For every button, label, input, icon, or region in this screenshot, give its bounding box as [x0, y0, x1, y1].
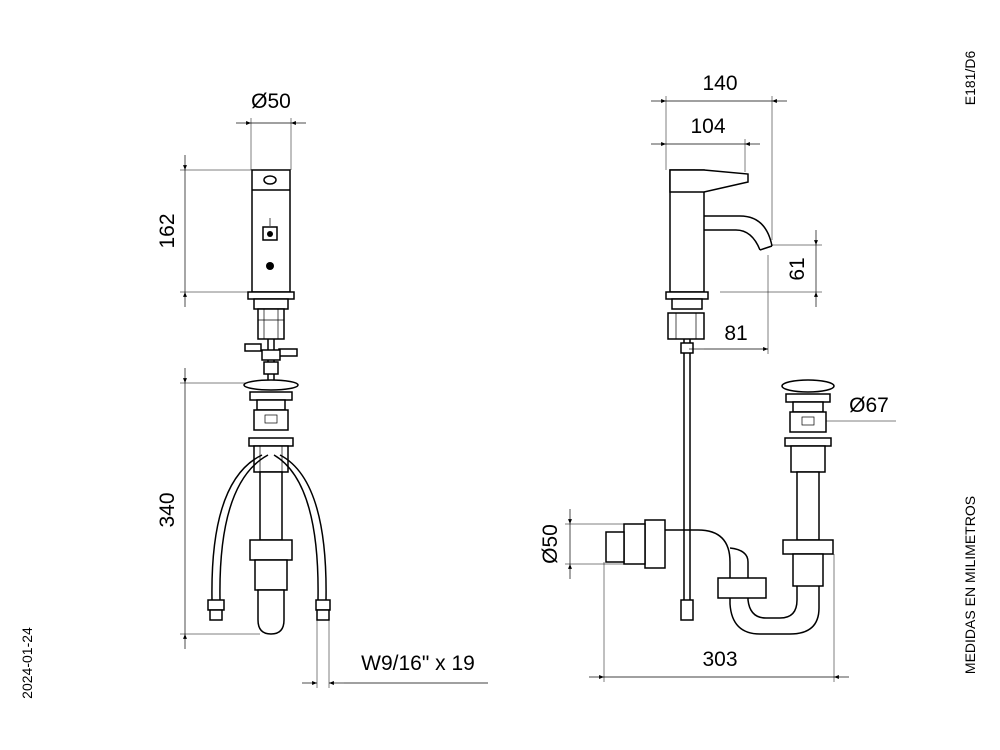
front-height-dimension: 162 [156, 155, 252, 307]
trap-length-dimension: 303 [589, 554, 849, 682]
drain-trap-side [605, 379, 835, 635]
overall-reach-label: 140 [702, 72, 737, 95]
spout-reach-dimension: 104 [651, 115, 760, 172]
spout-height-label: 61 [786, 257, 809, 280]
faucet-body-side [665, 169, 773, 621]
side-view: 140 104 [539, 72, 896, 682]
base-dimension: 81 [689, 255, 769, 354]
front-height-label: 162 [156, 213, 179, 248]
front-install-label: 340 [156, 492, 179, 527]
drawing-code: E181/D6 [962, 51, 978, 106]
drain-front [243, 379, 299, 635]
front-diameter-label: Ø50 [251, 90, 291, 113]
trap-diameter-label: Ø50 [539, 524, 562, 564]
spout-height-dimension: 61 [720, 230, 822, 307]
flex-hoses-front [207, 454, 331, 621]
trap-diameter-dimension: Ø50 [539, 509, 624, 579]
units-note: MEDIDAS EN MILIMETROS [962, 496, 978, 674]
spout-reach-label: 104 [690, 115, 725, 138]
faucet-body-front [244, 169, 298, 385]
trap-length-label: 303 [702, 648, 737, 671]
drawing-date: 2024-01-24 [19, 627, 35, 699]
overall-reach-dimension: 140 [651, 72, 787, 240]
hose-thread-dimension: W9/16" x 19 [302, 620, 488, 688]
front-install-dimension: 340 [156, 368, 275, 649]
hose-thread-label: W9/16" x 19 [361, 652, 475, 675]
base-label: 81 [724, 322, 747, 345]
front-diameter-dimension: Ø50 [236, 90, 306, 170]
drain-diameter-label: Ø67 [849, 394, 889, 417]
front-view: Ø50 162 340 [156, 90, 488, 688]
